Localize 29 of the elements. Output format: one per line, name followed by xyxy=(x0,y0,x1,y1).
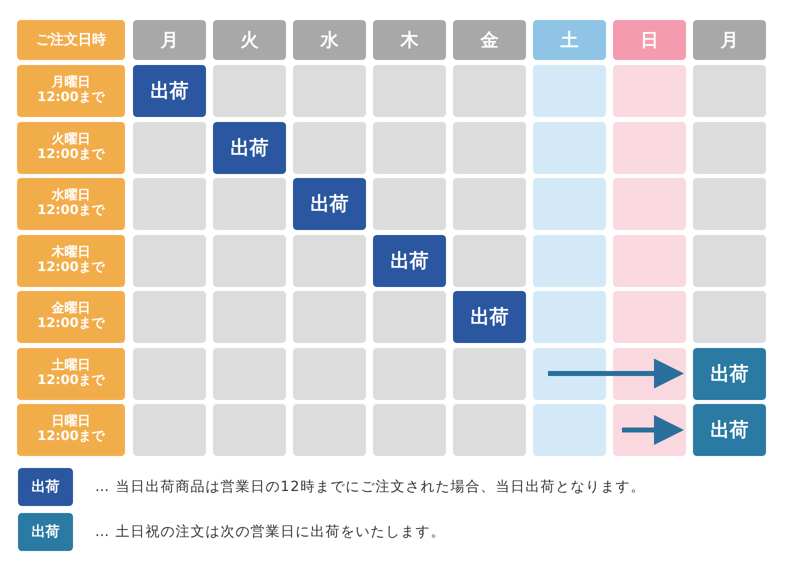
day-header: 月 xyxy=(693,20,766,60)
legend-text: … 土日祝の注文は次の営業日に出荷をいたします。 xyxy=(95,523,446,541)
order-day-label: 水曜日 12:00まで xyxy=(17,178,125,230)
arrow xyxy=(622,415,684,445)
order-day-label: 金曜日 12:00まで xyxy=(17,291,125,343)
day-header: 金 xyxy=(453,20,526,60)
legend-text: … 当日出荷商品は営業日の12時までにご注文された場合、当日出荷となります。 xyxy=(95,478,646,496)
shipping-badge: 出荷 xyxy=(693,348,766,400)
order-day-label: 土曜日 12:00まで xyxy=(17,348,125,400)
shipping-badge: 出荷 xyxy=(693,404,766,456)
day-header: 火 xyxy=(213,20,286,60)
day-header: 日 xyxy=(613,20,686,60)
shipping-badge: 出荷 xyxy=(213,122,286,174)
legend-swatch: 出荷 xyxy=(18,468,73,506)
day-header: 水 xyxy=(293,20,366,60)
order-day-label: 火曜日 12:00まで xyxy=(17,122,125,174)
day-header: 木 xyxy=(373,20,446,60)
column-header: ご注文日時 xyxy=(17,20,125,60)
shipping-badge: 出荷 xyxy=(373,234,446,286)
order-day-label: 月曜日 12:00まで xyxy=(17,65,125,117)
legend-swatch: 出荷 xyxy=(18,513,73,551)
order-day-label: 日曜日 12:00まで xyxy=(17,404,125,456)
arrow xyxy=(548,358,684,388)
shipping-badge: 出荷 xyxy=(133,65,206,117)
day-header: 土 xyxy=(533,20,606,60)
day-header: 月 xyxy=(133,20,206,60)
shipping-badge: 出荷 xyxy=(453,291,526,343)
order-day-label: 木曜日 12:00まで xyxy=(17,234,125,286)
shipping-badge: 出荷 xyxy=(293,178,366,230)
